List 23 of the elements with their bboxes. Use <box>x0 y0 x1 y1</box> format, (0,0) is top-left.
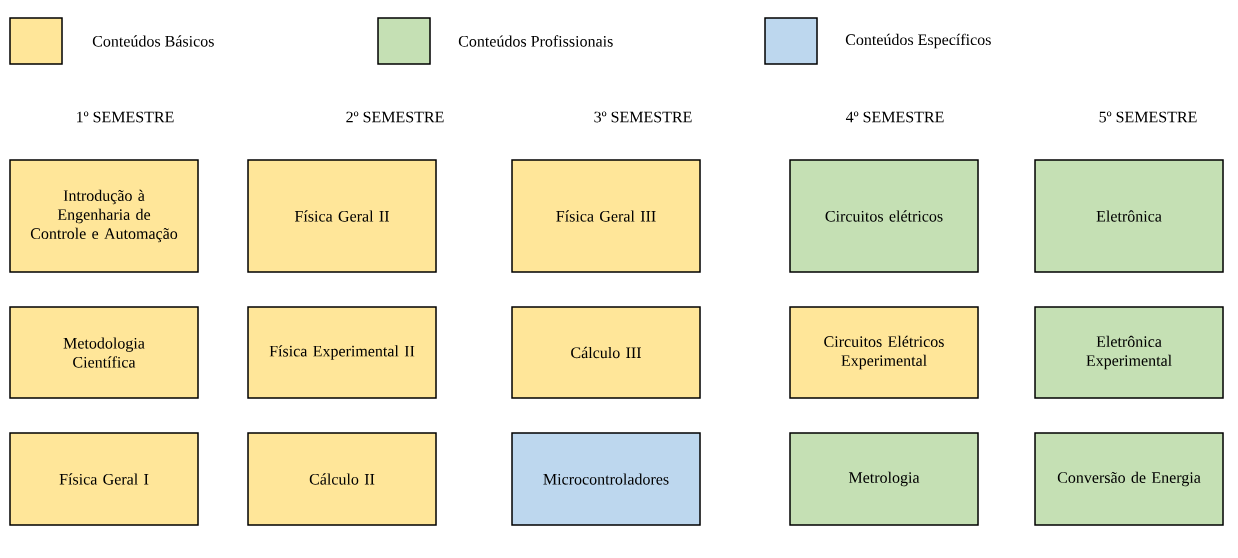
course-box: Cálculo II <box>247 432 437 526</box>
course-box: Física Geral I <box>9 432 199 526</box>
semester-header: 1º SEMESTRE <box>77 111 174 123</box>
course-box: Eletrônica <box>1034 159 1224 273</box>
course-box: Física Experimental II <box>247 306 437 399</box>
legend-label: Conteúdos Específicos <box>845 33 991 49</box>
semester-header: 2º SEMESTRE <box>346 111 444 123</box>
course-box: Introdução à Engenharia de Controle e Automação <box>9 159 199 273</box>
course-box: Microcontroladores <box>511 432 701 526</box>
course-box: Metrologia <box>789 432 979 526</box>
course-box: Circuitos elétricos <box>789 159 979 273</box>
course-box: Circuitos Elétricos Experimental <box>789 306 979 399</box>
legend-label: Conteúdos Básicos <box>92 35 214 47</box>
course-box: Física Geral II <box>247 159 437 273</box>
course-box: Cálculo III <box>511 306 701 399</box>
course-box: Conversão de Energia <box>1034 432 1224 526</box>
semester-header: 5º SEMESTRE <box>1099 111 1197 123</box>
course-box: Metodologia Científica <box>9 306 199 399</box>
semester-header: 4º SEMESTRE <box>845 111 944 123</box>
course-box: Eletrônica Experimental <box>1034 306 1224 399</box>
semester-header: 3º SEMESTRE <box>594 111 692 123</box>
legend-label: Conteúdos Profissionais <box>458 35 613 47</box>
course-box: Física Geral III <box>511 159 701 273</box>
